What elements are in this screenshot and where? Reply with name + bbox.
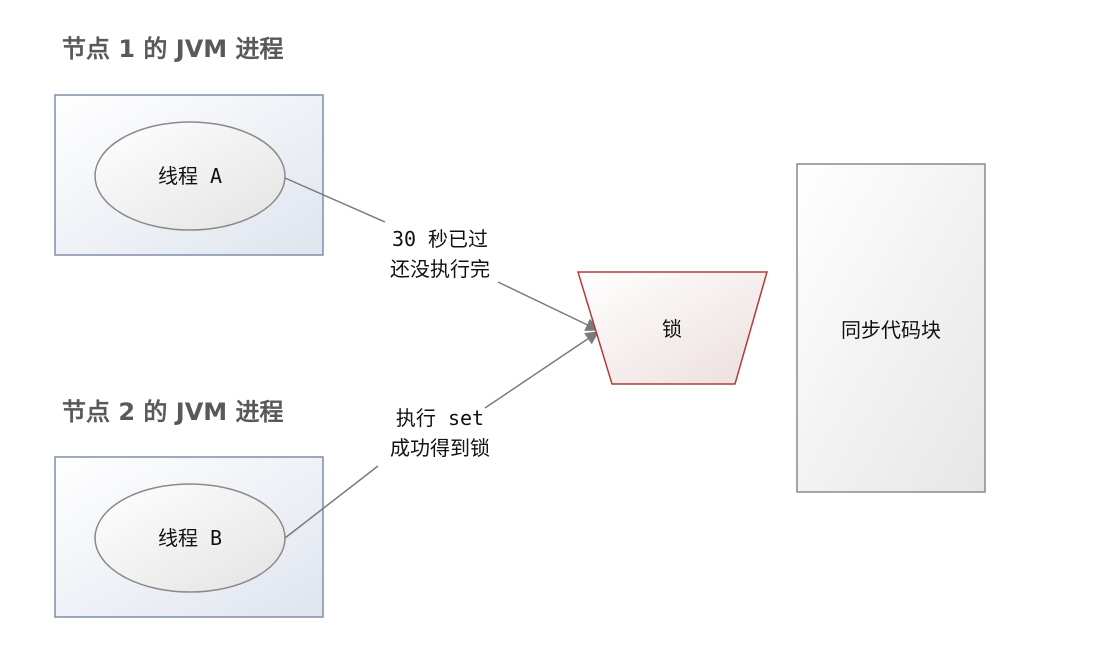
node-1-title: 节点 1 的 JVM 进程 [62,35,284,63]
edge-thread-b-to-lock-lower [284,465,379,539]
node-2-title: 节点 2 的 JVM 进程 [62,398,284,426]
edge-b-label-line-1: 执行 set [396,406,484,430]
edge-thread-b-to-lock-upper [484,331,600,409]
sync-block-label: 同步代码块 [841,318,941,342]
thread-a-label: 线程 A [158,164,222,188]
edge-thread-a-to-lock-lower [497,281,600,331]
edge-a-label-line-1: 30 秒已过 [392,227,488,251]
edge-a-label-line-2: 还没执行完 [390,257,490,281]
lock-shape [576,271,768,385]
lock-label: 锁 [662,317,682,341]
edge-thread-a-to-lock-upper [284,177,386,223]
thread-b-label: 线程 B [158,526,222,550]
thread-a-ellipse [94,121,286,231]
sync-block-rect [796,163,986,493]
edge-b-label-line-2: 成功得到锁 [390,436,490,460]
